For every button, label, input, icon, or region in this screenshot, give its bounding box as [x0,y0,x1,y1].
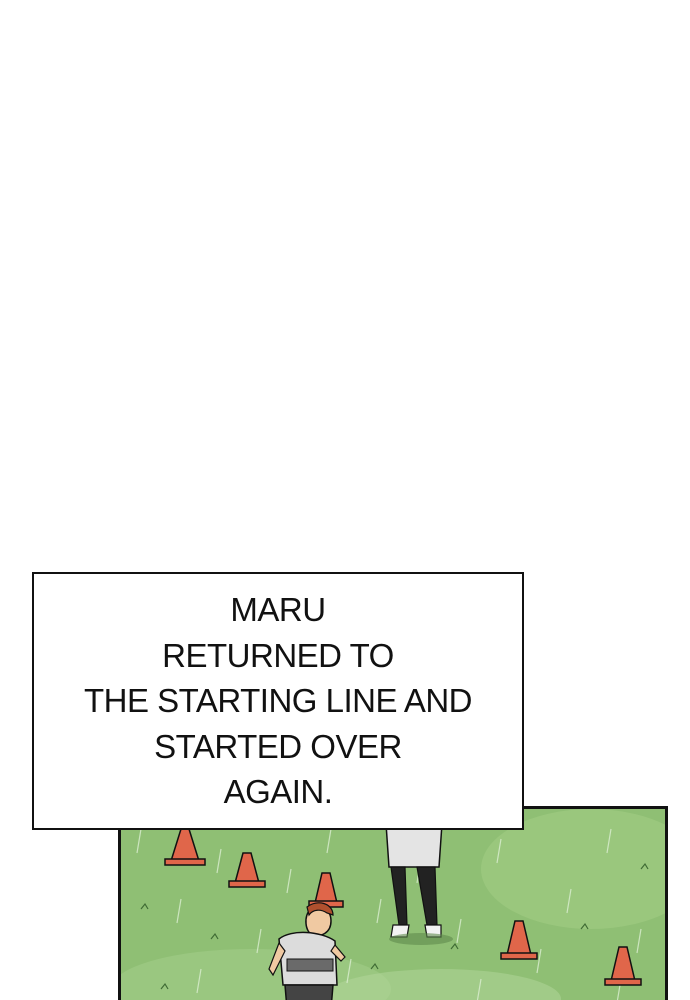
traffic-cone [500,920,538,960]
traffic-cone [604,946,642,986]
caption-line: AGAIN. [223,773,333,811]
caption-line: RETURNED TO [162,636,394,674]
caption-line: MARU [230,591,326,629]
field-illustration [121,809,665,1000]
grass-highlight [321,969,561,1000]
running-figure-maru [268,902,346,1000]
narration-caption-box: MARU RETURNED TO THE STARTING LINE AND S… [32,572,524,830]
grass-highlight [481,809,665,929]
traffic-cone [228,852,266,888]
rain-streaks [136,828,642,1000]
comic-panel-field [118,806,668,1000]
caption-line: THE STARTING LINE AND [83,682,473,720]
caption-line: STARTED OVER [154,727,402,765]
